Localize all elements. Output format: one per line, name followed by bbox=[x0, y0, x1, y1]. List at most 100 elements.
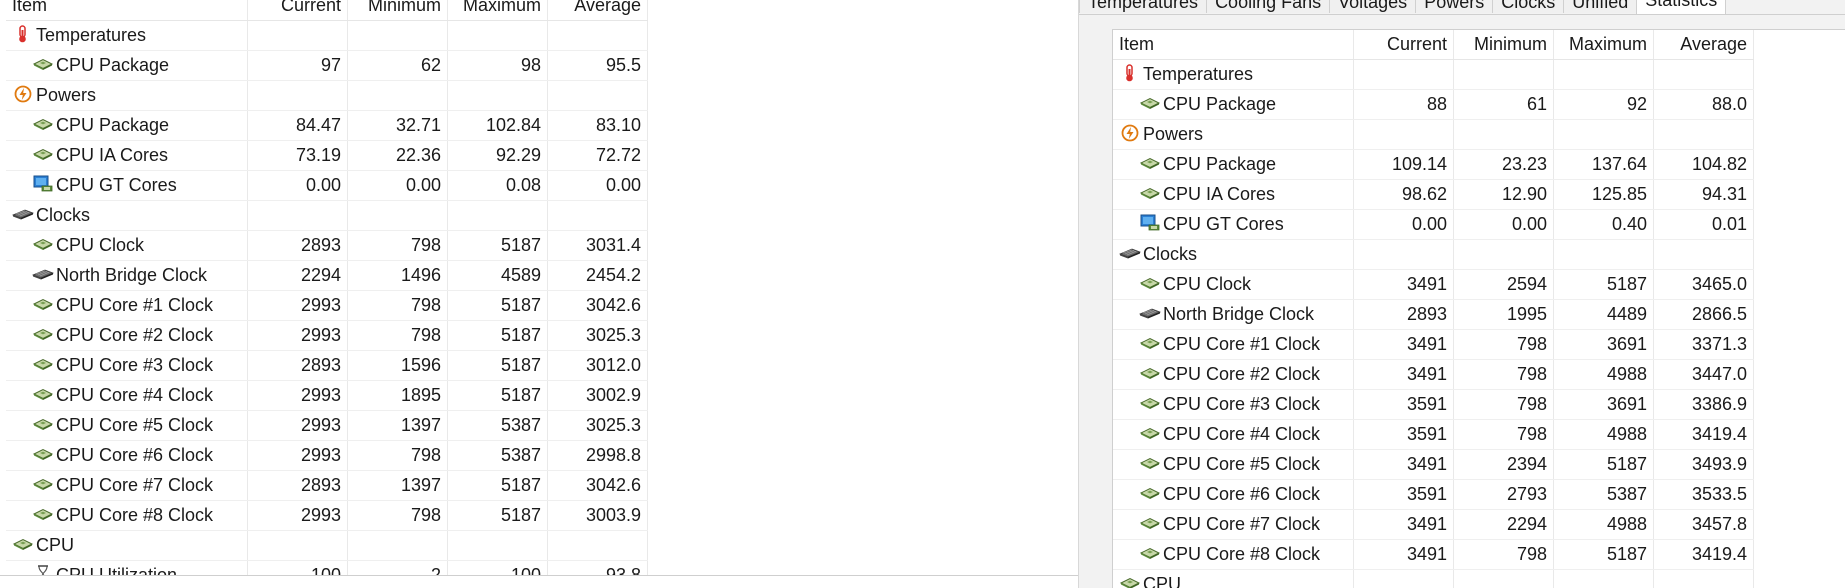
group-row[interactable]: Powers bbox=[6, 81, 648, 111]
cell-current: 88 bbox=[1354, 90, 1454, 119]
col-header-current[interactable]: Current bbox=[1354, 30, 1454, 59]
tab-cooling-fans[interactable]: Cooling Fans bbox=[1206, 0, 1331, 13]
row-label: Clocks bbox=[36, 205, 91, 225]
row-label: CPU bbox=[1143, 574, 1182, 588]
tab-powers[interactable]: Powers bbox=[1415, 0, 1494, 13]
group-row[interactable]: CPU bbox=[1113, 570, 1754, 588]
group-row[interactable]: Temperatures bbox=[1113, 60, 1754, 90]
col-header-current[interactable]: Current bbox=[248, 0, 348, 20]
cell-minimum: 798 bbox=[1454, 390, 1554, 419]
table-header: Item Current Minimum Maximum Average bbox=[6, 0, 648, 21]
cell-item: CPU GT Cores bbox=[6, 171, 248, 200]
memory-icon bbox=[32, 265, 54, 283]
cell-current: 2993 bbox=[248, 291, 348, 320]
tab-temperatures[interactable]: Temperatures bbox=[1079, 0, 1208, 13]
cell-average: 0.00 bbox=[548, 171, 648, 200]
cell-current bbox=[1354, 570, 1454, 588]
cell-maximum bbox=[448, 531, 548, 560]
cell-minimum: 798 bbox=[348, 231, 448, 260]
chip-icon bbox=[32, 445, 54, 463]
cell-average: 3533.5 bbox=[1654, 480, 1754, 509]
group-row[interactable]: Powers bbox=[1113, 120, 1754, 150]
col-header-minimum[interactable]: Minimum bbox=[1454, 30, 1554, 59]
cell-maximum: 5187 bbox=[1554, 270, 1654, 299]
group-row[interactable]: Clocks bbox=[1113, 240, 1754, 270]
group-row[interactable]: Temperatures bbox=[6, 21, 648, 51]
group-row[interactable]: Clocks bbox=[6, 201, 648, 231]
col-header-maximum[interactable]: Maximum bbox=[448, 0, 548, 20]
tab-statistics[interactable]: Statistics bbox=[1636, 0, 1727, 15]
hourglass-icon bbox=[32, 565, 54, 575]
col-header-minimum[interactable]: Minimum bbox=[348, 0, 448, 20]
cell-average: 3042.6 bbox=[548, 471, 648, 500]
col-header-maximum[interactable]: Maximum bbox=[1554, 30, 1654, 59]
row-label: CPU Core #4 Clock bbox=[56, 385, 214, 405]
cell-current: 2993 bbox=[248, 321, 348, 350]
cell-maximum: 5187 bbox=[448, 381, 548, 410]
cell-minimum: 2394 bbox=[1454, 450, 1554, 479]
cell-current: 2893 bbox=[1354, 300, 1454, 329]
chip-icon bbox=[12, 535, 34, 553]
power-icon bbox=[12, 85, 34, 103]
cell-current bbox=[248, 81, 348, 110]
cell-item: CPU Clock bbox=[6, 231, 248, 260]
col-header-average[interactable]: Average bbox=[548, 0, 648, 20]
tab-voltages[interactable]: Voltages bbox=[1329, 0, 1417, 13]
monitor-icon bbox=[1139, 214, 1161, 232]
row-label: CPU Core #2 Clock bbox=[56, 325, 214, 345]
col-header-average[interactable]: Average bbox=[1654, 30, 1754, 59]
cell-maximum: 0.08 bbox=[448, 171, 548, 200]
power-icon bbox=[1119, 124, 1141, 142]
cell-minimum: 798 bbox=[1454, 420, 1554, 449]
row-label: Powers bbox=[36, 85, 97, 105]
cell-average: 3025.3 bbox=[548, 321, 648, 350]
cell-minimum: 1995 bbox=[1454, 300, 1554, 329]
tab-unified[interactable]: Unified bbox=[1563, 0, 1638, 13]
cell-current: 3491 bbox=[1354, 540, 1454, 569]
group-row[interactable]: CPU bbox=[6, 531, 648, 561]
thermometer-icon bbox=[1119, 64, 1141, 82]
cell-minimum: 798 bbox=[348, 441, 448, 470]
row-label: CPU Package bbox=[56, 115, 170, 135]
tab-clocks[interactable]: Clocks bbox=[1492, 0, 1565, 13]
col-header-item[interactable]: Item bbox=[6, 0, 248, 20]
chip-icon bbox=[1139, 364, 1161, 382]
chip-icon bbox=[32, 115, 54, 133]
cell-maximum: 100 bbox=[448, 561, 548, 575]
col-header-item[interactable]: Item bbox=[1113, 30, 1354, 59]
row-label: CPU Core #4 Clock bbox=[1163, 424, 1321, 444]
row-label: CPU Core #3 Clock bbox=[56, 355, 214, 375]
cell-maximum: 5387 bbox=[448, 411, 548, 440]
monitor-icon bbox=[32, 175, 54, 193]
row-label: CPU Core #2 Clock bbox=[1163, 364, 1321, 384]
